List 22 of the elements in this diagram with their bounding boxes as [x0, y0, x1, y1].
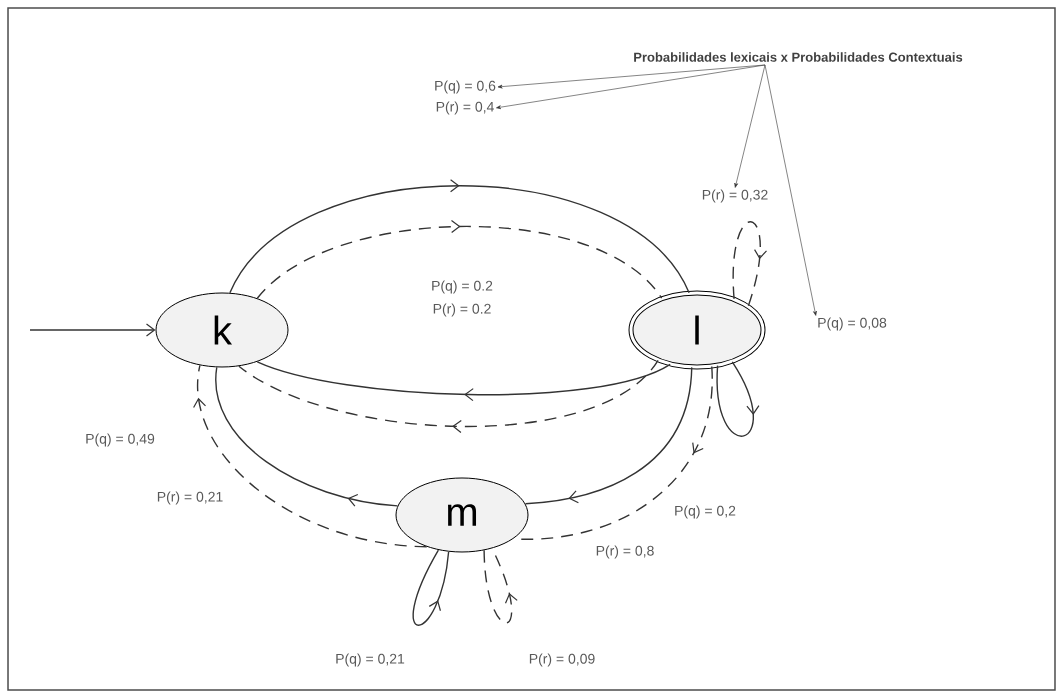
- probability-label: P(q) = 0,2: [675, 505, 736, 519]
- probability-label: P(q) = 0,49: [86, 433, 155, 447]
- heading: Probabilidades lexicais x Probabilidades Contextuais: [634, 52, 963, 62]
- probability-label: P(r) = 0,32: [702, 189, 768, 203]
- self-loop: [732, 221, 768, 307]
- probability-label: P(q) = 0,21: [336, 653, 405, 667]
- leader-line: [764, 64, 817, 316]
- leader-line: [496, 64, 766, 110]
- leader-line: [497, 64, 766, 89]
- probability-label: P(r) = 0,21: [157, 491, 223, 505]
- self-loop: [716, 361, 760, 437]
- probability-label: P(q) = 0.2: [432, 280, 493, 294]
- probability-label: P(r) = 0,09: [529, 653, 595, 667]
- probability-label: P(r) = 0.2: [433, 303, 491, 317]
- probability-label: P(r) = 0,8: [596, 545, 654, 559]
- probability-label: P(q) = 0,6: [435, 80, 496, 94]
- probability-label: P(q) = 0,08: [818, 317, 887, 331]
- start-arrow: [29, 323, 156, 337]
- self-loop: [483, 547, 518, 624]
- probability-label: P(r) = 0,4: [436, 101, 494, 115]
- leader-line: [734, 64, 766, 188]
- self-loop: [412, 549, 450, 626]
